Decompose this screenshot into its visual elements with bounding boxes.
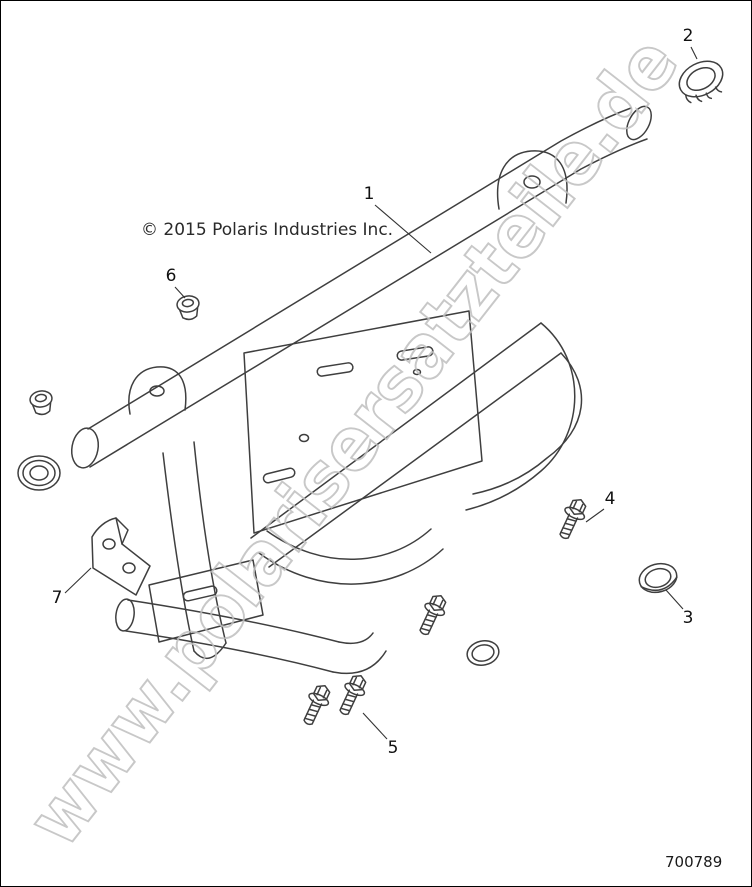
flange-bolt-mid-drawing <box>419 595 447 636</box>
callout-6-label: 6 <box>166 266 177 286</box>
push-plug-top-drawing <box>176 295 200 321</box>
callout-4-label: 4 <box>605 489 616 509</box>
cap-plug-center-drawing <box>466 640 500 666</box>
callout-2-label: 2 <box>683 26 694 46</box>
leader-line-4 <box>585 508 605 523</box>
flange-bolt-4-drawing <box>559 499 587 540</box>
cap-plug-right-drawing <box>638 562 678 594</box>
cross-tube-drawing <box>250 322 583 568</box>
copyright-text: © 2015 Polaris Industries Inc. <box>141 220 393 240</box>
lower-tube-drawing <box>115 598 387 675</box>
callout-1-label: 1 <box>364 184 375 204</box>
flange-bolt-5a-drawing <box>339 675 367 716</box>
flange-bolt-5b-drawing <box>303 685 331 726</box>
callout-3-label: 3 <box>683 608 694 628</box>
main-bumper-tube-drawing <box>70 105 652 469</box>
callout-7-label: 7 <box>52 588 63 608</box>
leader-line-7 <box>64 567 92 594</box>
part-number-text: 700789 <box>665 853 722 871</box>
mount-bracket-drawing <box>91 517 151 596</box>
leader-line-1 <box>374 204 432 254</box>
leader-line-5 <box>362 712 388 740</box>
leader-line-3 <box>665 589 684 610</box>
callouts: 1 2 3 4 5 6 7 <box>52 26 698 758</box>
callout-5-label: 5 <box>388 738 399 758</box>
tube-mount-tab-left-drawing <box>128 366 187 415</box>
watermark-text: www.polarisersatzteile.de <box>11 21 694 862</box>
bumper-assembly-drawing <box>17 60 724 726</box>
lower-crossmember-drawing <box>148 559 264 643</box>
leader-line-2 <box>690 46 698 60</box>
end-cap-left-drawing <box>17 455 61 491</box>
leader-line-6 <box>174 286 186 299</box>
push-plug-left-drawing <box>29 390 53 416</box>
threaded-plug-drawing <box>678 60 724 104</box>
tube-mount-tab-right-drawing <box>496 150 568 210</box>
inner-arch-drawing <box>258 528 444 585</box>
mounting-plate-drawing <box>243 310 483 534</box>
